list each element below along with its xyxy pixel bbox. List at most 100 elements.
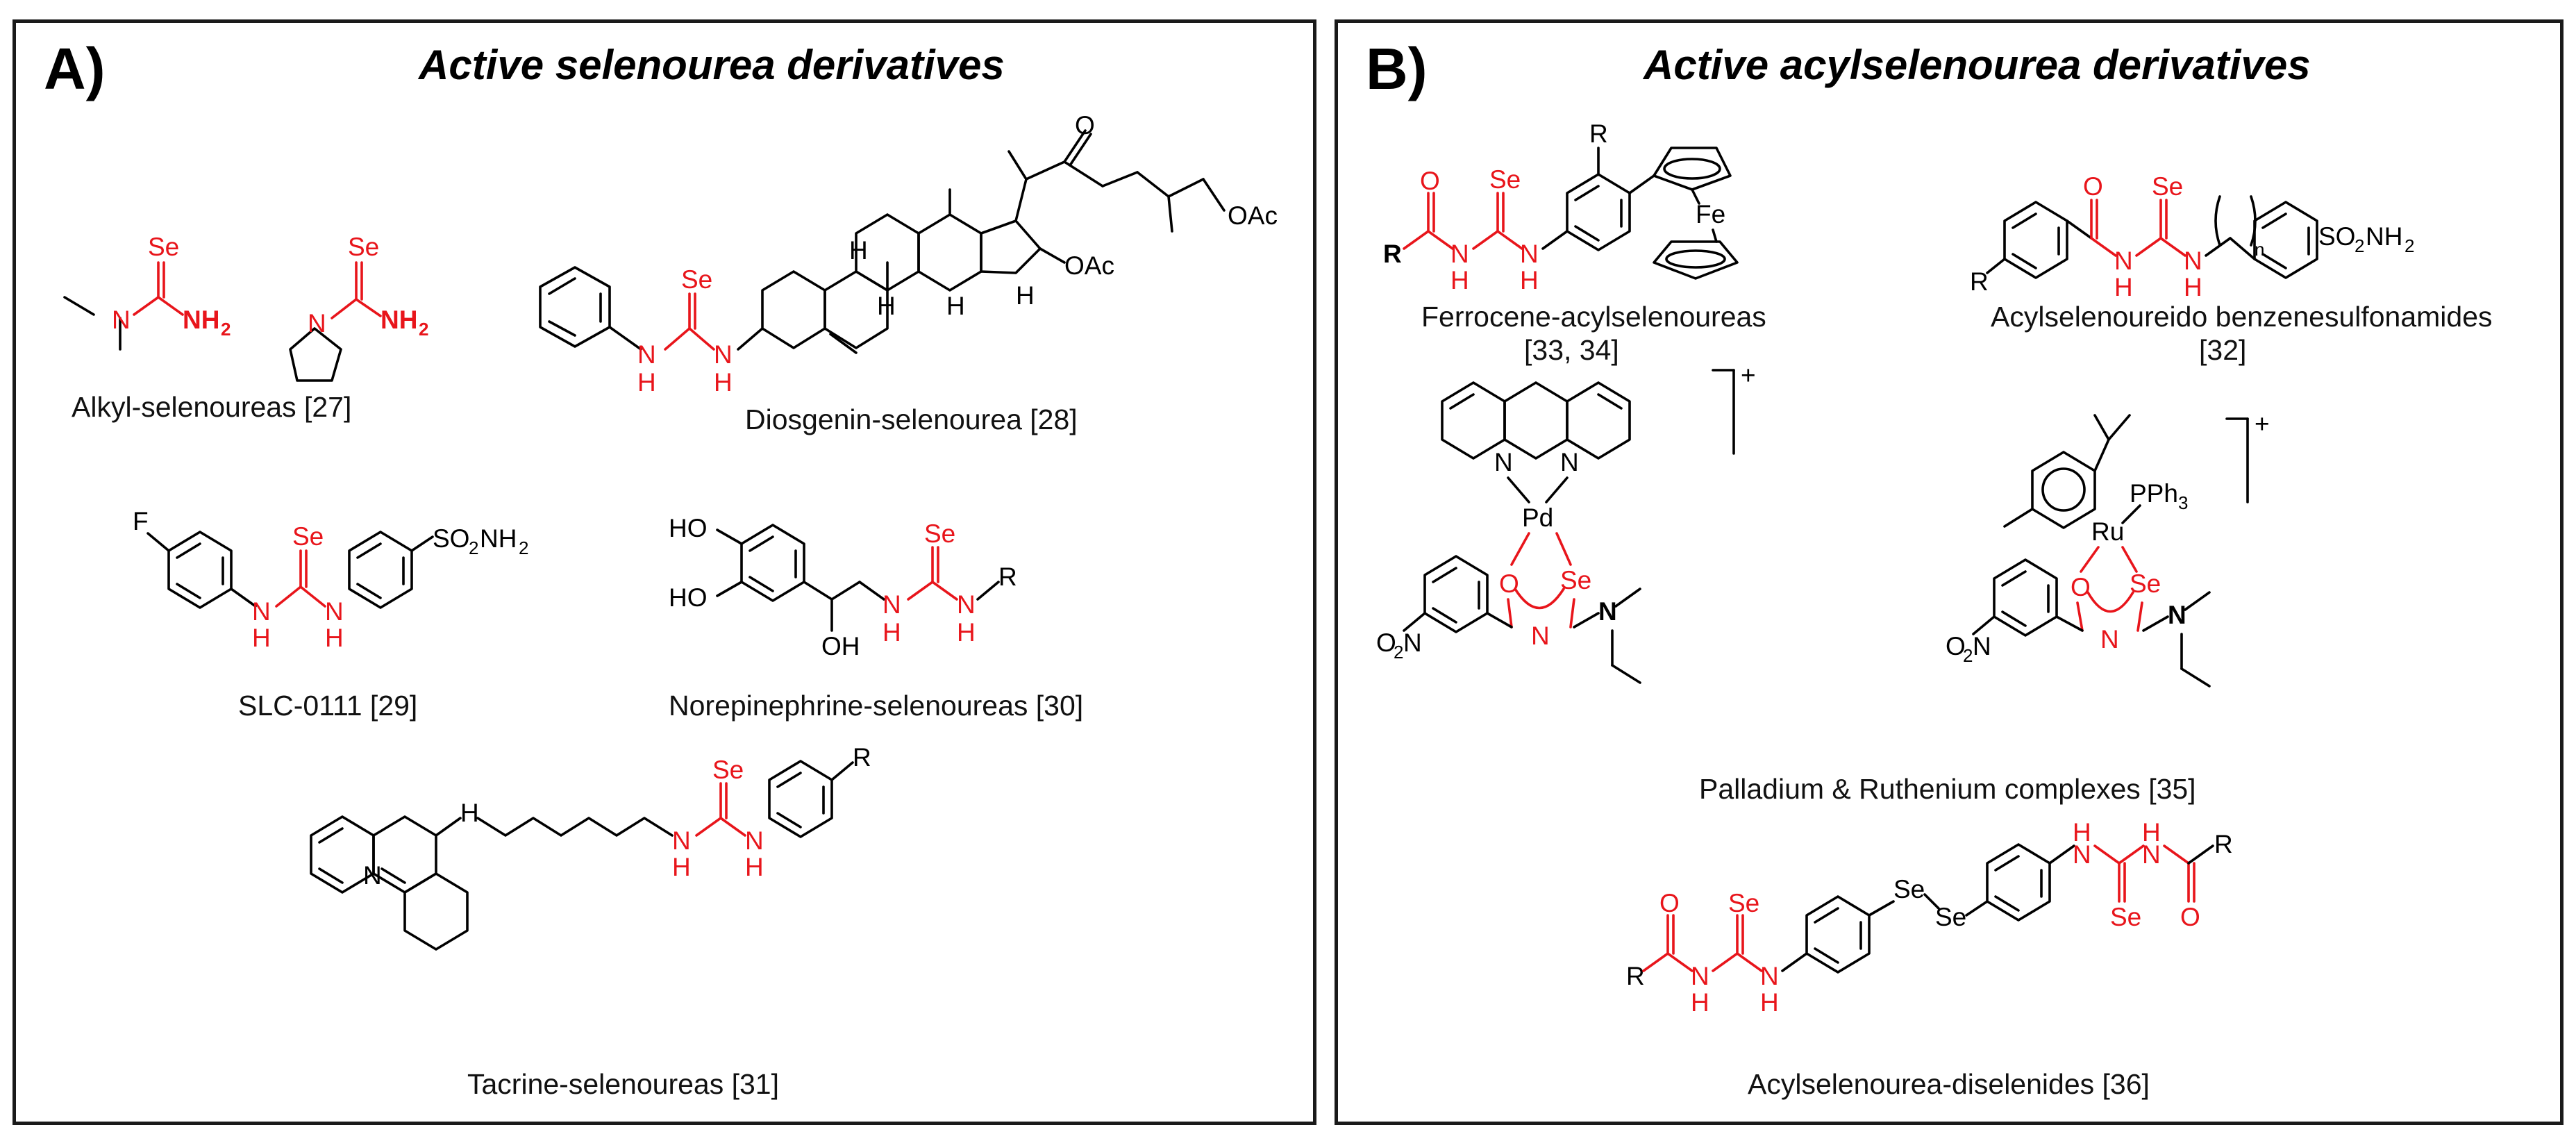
svg-text:SO: SO — [433, 524, 469, 553]
svg-text:Se: Se — [1935, 903, 1966, 931]
norepinephrine-selenourea-structure: HO HO OH N H Se N H R — [669, 514, 1017, 660]
svg-text:Se: Se — [148, 233, 179, 261]
svg-text:N: N — [1760, 962, 1779, 990]
svg-text:2: 2 — [221, 319, 231, 340]
svg-text:R: R — [1626, 962, 1645, 990]
svg-text:H: H — [1450, 266, 1469, 294]
svg-text:N: N — [308, 309, 326, 338]
svg-text:O: O — [1420, 167, 1440, 195]
svg-text:Se: Se — [1893, 875, 1925, 903]
svg-text:N: N — [363, 861, 382, 890]
panel-a-letter: A) — [44, 36, 106, 101]
caption-alkyl-selenoureas: Alkyl-selenoureas [27] — [72, 391, 352, 423]
svg-text:H: H — [2073, 818, 2091, 847]
svg-text:OAc: OAc — [1228, 201, 1278, 230]
svg-text:N: N — [2168, 601, 2186, 629]
svg-text:Se: Se — [1728, 889, 1759, 917]
svg-text:N: N — [1403, 628, 1422, 657]
svg-text:H: H — [252, 624, 271, 652]
svg-text:n: n — [2255, 239, 2264, 260]
svg-text:2: 2 — [419, 319, 428, 340]
svg-text:Pd: Pd — [1522, 503, 1553, 532]
caption-ferrocene-acylselenoureas: Ferrocene-acylselenoureas — [1421, 301, 1766, 333]
panel-b-letter: B) — [1366, 36, 1428, 101]
svg-text:N: N — [1691, 962, 1709, 990]
svg-text:N: N — [325, 597, 344, 626]
svg-text:Se: Se — [1489, 165, 1521, 194]
caption-pd-ru-complexes: Palladium & Ruthenium complexes [35] — [1699, 773, 2196, 805]
svg-text:R: R — [998, 563, 1017, 591]
svg-text:NH: NH — [183, 306, 219, 334]
svg-text:OH: OH — [821, 632, 860, 660]
svg-text:Se: Se — [712, 756, 744, 784]
svg-text:R: R — [1383, 240, 1402, 268]
svg-text:2: 2 — [1963, 645, 1973, 666]
svg-text:H: H — [877, 292, 896, 320]
svg-text:N: N — [2100, 625, 2119, 653]
svg-text:N: N — [252, 597, 271, 626]
svg-text:N: N — [2184, 247, 2202, 275]
caption-acylselenoureido-benzenesulfonamides: Acylselenoureido benzenesulfonamides — [1991, 301, 2493, 333]
svg-text:OAc: OAc — [1064, 251, 1114, 280]
svg-text:H: H — [1016, 281, 1035, 310]
svg-text:N: N — [1560, 448, 1579, 476]
palladium-complex-structure: N N Pd + O Se N N O — [1376, 361, 1756, 684]
svg-text:H: H — [672, 853, 691, 881]
svg-text:H: H — [883, 618, 901, 647]
acylselenoureido-benzenesulfonamide-structure: R O N H Se N H n SO 2 NH — [1970, 172, 2414, 301]
svg-text:O: O — [1946, 632, 1966, 660]
acylselenourea-diselenide-structure: R O N H Se N H Se Se — [1626, 818, 2233, 1017]
svg-text:H: H — [637, 368, 656, 397]
svg-text:H: H — [1520, 266, 1539, 294]
svg-text:NH: NH — [380, 306, 417, 334]
pyrrolidine-selenourea-structure: N Se NH 2 — [289, 233, 428, 382]
svg-text:2: 2 — [2355, 235, 2364, 256]
svg-text:3: 3 — [2178, 492, 2188, 513]
svg-text:2: 2 — [469, 538, 478, 558]
svg-text:N: N — [637, 340, 656, 369]
svg-text:N: N — [1520, 240, 1539, 268]
svg-text:NH: NH — [480, 524, 517, 553]
svg-text:Se: Se — [2152, 172, 2183, 201]
svg-text:R: R — [2214, 830, 2233, 858]
svg-text:2: 2 — [519, 538, 528, 558]
svg-text:R: R — [853, 743, 871, 772]
svg-text:N: N — [1973, 632, 1991, 660]
svg-text:N: N — [883, 590, 901, 619]
svg-text:H: H — [2114, 273, 2133, 301]
svg-text:N: N — [2073, 840, 2091, 869]
svg-text:O: O — [1075, 111, 1095, 140]
svg-text:2: 2 — [2404, 235, 2414, 256]
svg-text:O: O — [2180, 903, 2200, 931]
panel-a-title: Active selenourea derivatives — [419, 42, 1005, 88]
ferrocene-acylselenourea-structure: R O N H Se N H R Fe — [1383, 119, 1739, 294]
svg-text:O: O — [1376, 628, 1396, 657]
svg-text:N: N — [2114, 247, 2133, 275]
svg-text:HO: HO — [669, 514, 708, 542]
svg-text:H: H — [745, 853, 764, 881]
caption-slc-0111: SLC-0111 [29] — [238, 690, 418, 722]
svg-text:Ru: Ru — [2091, 517, 2124, 546]
svg-text:N: N — [1598, 597, 1617, 626]
svg-text:Se: Se — [2110, 903, 2141, 931]
caption-diosgenin-selenourea: Diosgenin-selenourea [28] — [745, 403, 1078, 435]
svg-text:N: N — [1494, 448, 1513, 476]
slc-0111-structure: F N H Se N H SO 2 NH 2 — [133, 507, 528, 652]
svg-text:N: N — [1450, 240, 1469, 268]
caption-acylselenourea-diselenides: Acylselenourea-diselenides [36] — [1748, 1068, 2150, 1100]
svg-text:N: N — [957, 590, 976, 619]
svg-text:N: N — [2142, 840, 2161, 869]
svg-text:F: F — [133, 507, 149, 535]
svg-text:2: 2 — [1394, 642, 1403, 663]
svg-text:H: H — [2142, 818, 2161, 847]
svg-text:H: H — [460, 799, 479, 827]
svg-text:N: N — [714, 340, 733, 369]
panel-b-title: Active acylselenourea derivatives — [1644, 42, 2311, 88]
svg-text:Se: Se — [292, 522, 324, 551]
svg-text:R: R — [1970, 267, 1989, 296]
caption-norepinephrine-selenoureas: Norepinephrine-selenoureas [30] — [669, 690, 1084, 722]
ruthenium-complex-structure: Ru PPh 3 + O Se N N O — [1946, 410, 2270, 688]
svg-text:Se: Se — [348, 233, 379, 261]
svg-text:SO: SO — [2318, 222, 2355, 251]
svg-text:H: H — [849, 236, 868, 265]
